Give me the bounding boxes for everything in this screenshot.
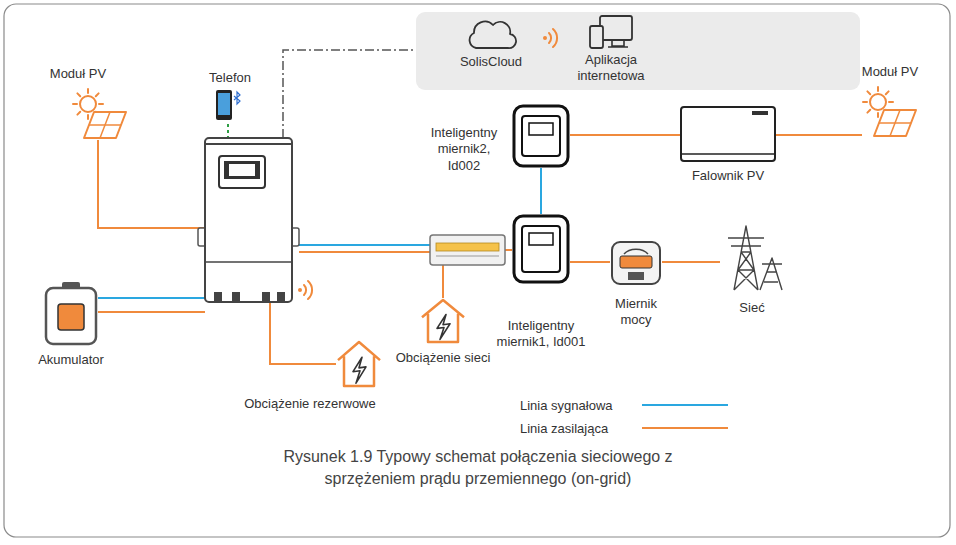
power-line bbox=[776, 134, 862, 136]
hybrid-inverter bbox=[198, 138, 299, 302]
signal-line bbox=[540, 168, 542, 214]
legend-line-sample bbox=[642, 399, 728, 411]
device-label: SolisCloud bbox=[441, 54, 541, 70]
device-node: SolisCloud bbox=[466, 18, 516, 50]
power-wire bbox=[98, 140, 205, 228]
power-wire bbox=[98, 311, 205, 313]
device-label: Inteligentny miernik1, Id001 bbox=[496, 318, 586, 351]
device-label: Akumulator bbox=[21, 352, 121, 368]
legend-text: Linia zasilająca bbox=[520, 421, 608, 436]
device-icon bbox=[72, 90, 128, 140]
communication-line bbox=[283, 50, 416, 138]
device-label: Moduł PV bbox=[840, 64, 940, 80]
power-wire bbox=[505, 249, 512, 251]
device-node: Akumulator bbox=[44, 282, 98, 346]
device-label: Falownik PV bbox=[678, 168, 778, 184]
signal-wire bbox=[98, 297, 205, 299]
device-icon bbox=[720, 222, 784, 292]
device-icon bbox=[680, 106, 776, 162]
device-node: Sieć bbox=[720, 222, 784, 292]
device-label: Aplikacja internetowa bbox=[566, 52, 656, 85]
device-icon bbox=[214, 90, 242, 122]
device-node: Moduł PV bbox=[72, 90, 128, 140]
device-node: Moduł PV bbox=[862, 88, 918, 138]
bluetooth-line bbox=[227, 124, 229, 138]
device-label: Sieć bbox=[712, 300, 792, 316]
device-icon bbox=[420, 298, 466, 344]
device-icon bbox=[512, 214, 570, 284]
legend-line-sample bbox=[642, 422, 728, 434]
legend-item: Linia zasilająca bbox=[520, 419, 740, 437]
device-node: Obciążenie sieci bbox=[420, 298, 466, 344]
device-node: Aplikacja internetowa bbox=[588, 14, 634, 50]
legend-text: Linia sygnałowa bbox=[520, 398, 613, 413]
device-label: Obciążenie rezerwowe bbox=[210, 396, 410, 412]
wifi-symbol bbox=[298, 281, 312, 299]
power-line bbox=[570, 261, 610, 263]
power-line bbox=[570, 134, 680, 136]
cloud-panel bbox=[416, 12, 860, 90]
device-icon bbox=[44, 282, 98, 346]
signal-wire bbox=[299, 244, 430, 246]
device-icon bbox=[466, 18, 516, 50]
power-wire bbox=[270, 302, 336, 364]
device-icon bbox=[862, 88, 918, 138]
wifi-symbol bbox=[543, 29, 557, 47]
device-label: Moduł PV bbox=[28, 66, 128, 82]
device-node: Inteligentny miernik1, Id001 bbox=[512, 214, 570, 284]
device-label: Miernik mocy bbox=[601, 296, 671, 329]
device-node: Miernik mocy bbox=[610, 240, 662, 286]
legend-item: Linia sygnałowa bbox=[520, 396, 740, 414]
device-label: Obciążenie sieci bbox=[383, 350, 503, 366]
distribution-box bbox=[430, 235, 505, 265]
device-node: Obciążenie rezerwowe bbox=[336, 340, 382, 388]
device-node: Falownik PV bbox=[680, 106, 776, 162]
device-node: Inteligentny miernik2, Id002 bbox=[512, 104, 570, 168]
device-icon bbox=[336, 340, 382, 388]
power-wire bbox=[442, 265, 444, 298]
power-line bbox=[662, 261, 720, 263]
device-icon bbox=[610, 240, 662, 286]
power-wire bbox=[299, 251, 430, 253]
device-node: Telefon bbox=[214, 90, 242, 122]
device-label: Inteligentny miernik2, Id002 bbox=[420, 125, 508, 174]
frame bbox=[4, 4, 950, 537]
device-label: Telefon bbox=[180, 70, 280, 86]
device-icon bbox=[588, 14, 634, 50]
figure-caption: Rysunek 1.9 Typowy schemat połączenia si… bbox=[248, 446, 708, 489]
device-icon bbox=[512, 104, 570, 168]
